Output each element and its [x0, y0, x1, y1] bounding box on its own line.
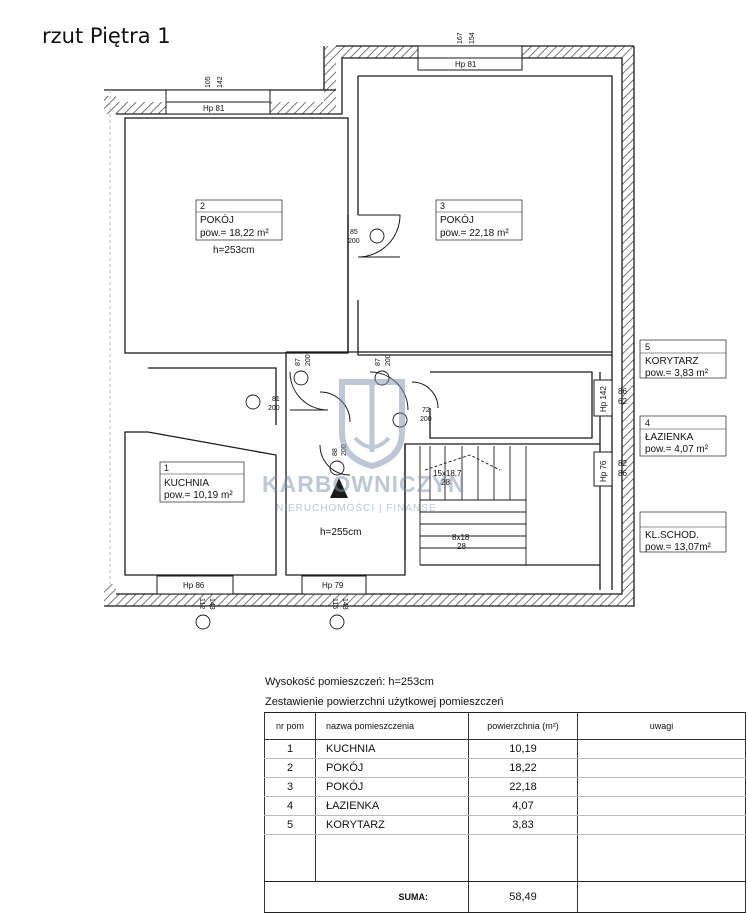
svg-text:POKÓJ: POKÓJ	[440, 213, 474, 226]
watermark-brand: KARBOWNICZYN	[262, 471, 466, 497]
room-label-5: 5 KORYTARZ pow.= 3,83 m²	[639, 339, 727, 379]
room-label-stairs: KL.SCHOD. pow.= 13,07m²	[639, 511, 727, 553]
watermark-sub: NIERUCHOMOŚCI | FINANSE	[276, 501, 437, 514]
staircase	[419, 446, 527, 565]
svg-text:Hp 142: Hp 142	[599, 386, 608, 412]
svg-text:167: 167	[457, 32, 464, 44]
svg-text:pow.= 22,18 m²: pow.= 22,18 m²	[440, 228, 509, 239]
svg-text:86: 86	[618, 469, 627, 478]
svg-text:154: 154	[469, 32, 476, 44]
watermark-logo: KARBOWNICZYN NIERUCHOMOŚCI | FINANSE	[262, 379, 466, 514]
svg-text:ŁAZIENKA: ŁAZIENKA	[645, 432, 694, 443]
svg-text:87: 87	[375, 358, 382, 366]
svg-text:4: 4	[645, 418, 650, 428]
doors	[289, 214, 439, 476]
svg-text:88: 88	[332, 448, 339, 456]
area-table: nr pom nazwa pomieszczenia powierzchnia …	[264, 712, 746, 913]
svg-text:143: 143	[208, 598, 215, 610]
svg-text:Hp 86: Hp 86	[183, 581, 205, 590]
room-label-4: 4 ŁAZIENKA pow.= 4,07 m²	[639, 415, 727, 457]
svg-text:15x18,7: 15x18,7	[433, 469, 462, 478]
svg-text:85: 85	[350, 229, 358, 236]
table-row: 4 ŁAZIENKA 4,07	[264, 796, 746, 816]
svg-text:28: 28	[441, 478, 450, 487]
header-area: powierzchnia (m²)	[468, 712, 578, 740]
svg-text:pow.= 10,19 m²: pow.= 10,19 m²	[164, 490, 233, 501]
svg-text:Hp 79: Hp 79	[322, 581, 344, 590]
svg-text:200: 200	[268, 405, 280, 412]
svg-text:1: 1	[164, 463, 169, 473]
svg-text:POKÓJ: POKÓJ	[200, 213, 234, 226]
sum-label: SUMA:	[264, 881, 469, 913]
table-sum-row: SUMA: 58,49	[264, 881, 746, 913]
dimension-markers	[195, 228, 408, 630]
header-notes: uwagi	[577, 712, 746, 740]
svg-text:87: 87	[295, 358, 302, 366]
table-row: 3 POKÓJ 22,18	[264, 777, 746, 797]
header-nr: nr pom	[264, 712, 316, 740]
svg-text:86: 86	[618, 387, 627, 396]
svg-text:pow.= 4,07 m²: pow.= 4,07 m²	[645, 444, 709, 455]
outer-walls	[104, 45, 635, 607]
svg-text:200: 200	[420, 416, 432, 423]
table-row: 1 KUCHNIA 10,19	[264, 739, 746, 759]
height-note: Wysokość pomieszczeń: h=253cm	[265, 676, 434, 688]
svg-text:112: 112	[198, 598, 205, 609]
svg-text:KORYTARZ: KORYTARZ	[645, 356, 699, 367]
svg-text:Hp 76: Hp 76	[599, 460, 608, 482]
page-title: rzut Piętra 1	[42, 24, 171, 48]
svg-text:200: 200	[385, 354, 392, 366]
sum-value: 58,49	[468, 881, 578, 913]
svg-text:142: 142	[217, 76, 224, 88]
room-label-3: 3 POKÓJ pow.= 22,18 m²	[435, 199, 523, 241]
table-row-empty	[264, 834, 746, 882]
header-name: nazwa pomieszczenia	[315, 712, 469, 740]
svg-text:KUCHNIA: KUCHNIA	[164, 478, 209, 489]
area-summary-title: Zestawienie powierzchni użytkowej pomies…	[265, 696, 504, 708]
room-label-2: 2 POKÓJ pow.= 18,22 m² h=253cm	[195, 199, 283, 256]
svg-text:Hp 81: Hp 81	[455, 60, 477, 69]
floor-plan: 2 POKÓJ pow.= 18,22 m² h=253cm 3 POKÓJ p…	[104, 32, 727, 630]
svg-text:5: 5	[645, 342, 650, 352]
svg-text:Hp 81: Hp 81	[203, 104, 225, 113]
svg-text:200: 200	[305, 354, 312, 366]
svg-text:h=253cm: h=253cm	[213, 245, 254, 256]
svg-text:28: 28	[457, 542, 466, 551]
svg-text:143: 143	[341, 598, 348, 610]
svg-text:pow.= 13,07m²: pow.= 13,07m²	[645, 542, 712, 553]
room-label-1: 1 KUCHNIA pow.= 10,19 m²	[159, 461, 245, 503]
svg-text:KL.SCHOD.: KL.SCHOD.	[645, 530, 699, 541]
svg-text:2: 2	[200, 201, 205, 211]
svg-text:8x18: 8x18	[452, 533, 470, 542]
svg-text:62: 62	[618, 397, 627, 406]
table-row: 5 KORYTARZ 3,83	[264, 815, 746, 835]
table-row: 2 POKÓJ 18,22	[264, 758, 746, 778]
stair-labels: 15x18,7 28 8x18 28	[433, 469, 470, 551]
svg-text:81: 81	[272, 396, 280, 403]
svg-text:200: 200	[348, 238, 360, 245]
window-labels: Hp 81 105 142 Hp 81 167 154 Hp 86 112 14…	[183, 32, 627, 610]
svg-text:105: 105	[205, 76, 212, 88]
table-header: nr pom nazwa pomieszczenia powierzchnia …	[264, 712, 746, 740]
svg-text:pow.= 18,22 m²: pow.= 18,22 m²	[200, 228, 269, 239]
svg-text:pow.= 3,83 m²: pow.= 3,83 m²	[645, 368, 709, 379]
hall-height-label: h=255cm	[320, 527, 361, 538]
stair-arrow	[330, 478, 348, 498]
windows	[156, 45, 613, 595]
svg-text:3: 3	[440, 201, 445, 211]
svg-text:116: 116	[331, 598, 338, 609]
svg-text:72: 72	[422, 407, 430, 414]
svg-text:82: 82	[618, 459, 627, 468]
